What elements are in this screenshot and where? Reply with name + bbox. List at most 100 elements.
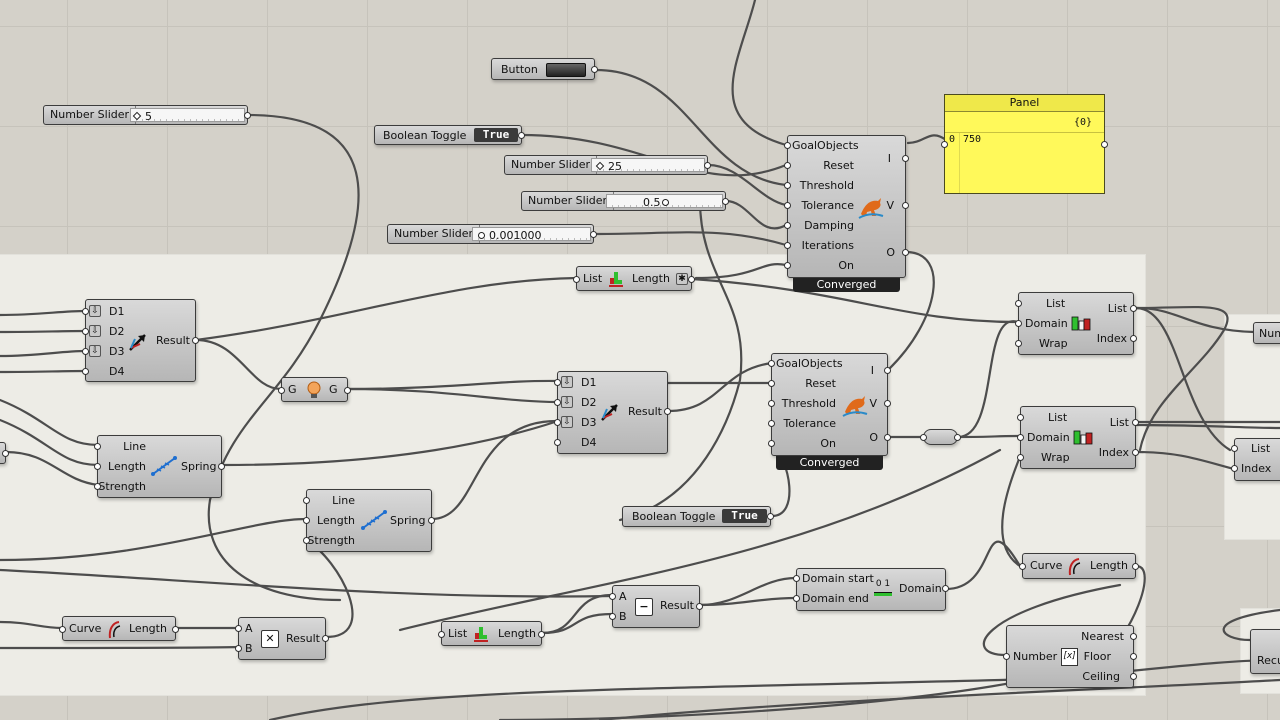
input-grip[interactable] — [1017, 454, 1024, 461]
input-grip[interactable] — [554, 419, 561, 426]
input-grip[interactable] — [784, 202, 791, 209]
input-grip[interactable] — [438, 631, 445, 638]
input-grip[interactable] — [554, 439, 561, 446]
number-slider-3[interactable]: Number Slider 0.5 — [521, 191, 729, 211]
output-grip[interactable] — [942, 585, 949, 592]
input-grip[interactable] — [554, 379, 561, 386]
vector-component-2[interactable]: ⇩ D1 ⇩ D2 ⇩ D3 D4 Result — [554, 371, 671, 454]
input-grip[interactable] — [784, 262, 791, 269]
output-grip[interactable] — [664, 408, 671, 415]
output-grip[interactable] — [590, 231, 597, 238]
input-grip[interactable] — [235, 645, 242, 652]
input-grip[interactable] — [278, 387, 285, 394]
component-partial-left[interactable] — [0, 442, 9, 464]
list-length-2[interactable]: List Length — [438, 621, 545, 646]
output-grip[interactable] — [172, 626, 179, 633]
graft-icon[interactable]: ⇩ — [89, 305, 101, 317]
input-grip[interactable] — [303, 537, 310, 544]
expand-icon[interactable]: ✱ — [676, 273, 688, 285]
input-grip[interactable] — [82, 328, 89, 335]
output-grip[interactable] — [591, 66, 598, 73]
gate-component[interactable]: G G — [278, 377, 351, 402]
output-grip[interactable] — [218, 463, 225, 470]
output-grip[interactable] — [696, 603, 703, 610]
boolean-toggle-1[interactable]: Boolean Toggle True — [374, 125, 525, 145]
output-grip[interactable] — [344, 387, 351, 394]
output-grip[interactable] — [1130, 335, 1137, 342]
input-grip[interactable] — [784, 182, 791, 189]
graft-icon[interactable]: ⇩ — [561, 376, 573, 388]
slider-knob[interactable] — [478, 232, 485, 239]
input-grip[interactable] — [768, 440, 775, 447]
input-grip[interactable] — [793, 575, 800, 582]
graft-icon[interactable]: ⇩ — [561, 396, 573, 408]
curve-length-1[interactable]: Curve Length — [59, 616, 179, 641]
output-grip[interactable] — [518, 132, 525, 139]
input-grip[interactable] — [82, 368, 89, 375]
graft-icon[interactable]: ⇩ — [89, 345, 101, 357]
input-grip[interactable] — [303, 517, 310, 524]
output-grip[interactable] — [1132, 563, 1139, 570]
input-grip[interactable] — [784, 222, 791, 229]
input-grip[interactable] — [768, 380, 775, 387]
input-grip[interactable] — [554, 399, 561, 406]
slider-knob[interactable] — [595, 161, 605, 171]
boolean-toggle-2[interactable]: Boolean Toggle True — [622, 506, 774, 527]
output-grip[interactable] — [704, 162, 711, 169]
output-grip[interactable] — [902, 202, 909, 209]
input-grip[interactable] — [1015, 340, 1022, 347]
toggle-value[interactable]: True — [474, 128, 518, 142]
panel-component[interactable]: Panel {0} 0 750 — [941, 94, 1108, 194]
output-grip[interactable] — [538, 631, 545, 638]
input-grip[interactable] — [1019, 563, 1026, 570]
kangaroo-solver-2[interactable]: GoalObjects Reset Threshold Tolerance On… — [768, 353, 891, 456]
output-grip[interactable] — [1130, 305, 1137, 312]
output-grip[interactable] — [192, 337, 199, 344]
input-grip[interactable] — [784, 242, 791, 249]
input-grip[interactable] — [1015, 320, 1022, 327]
output-grip[interactable] — [902, 155, 909, 162]
button-component[interactable]: Button — [491, 58, 598, 80]
graft-icon[interactable]: ⇩ — [561, 416, 573, 428]
input-grip[interactable] — [573, 276, 580, 283]
panel-title-bar[interactable]: Panel — [945, 95, 1104, 112]
output-grip[interactable] — [688, 276, 695, 283]
slider-track[interactable]: 5 — [130, 108, 245, 123]
number-param-partial[interactable]: Num — [1253, 322, 1280, 344]
number-slider-2[interactable]: Number Slider 25 — [504, 155, 711, 175]
output-grip[interactable] — [954, 434, 961, 441]
output-grip[interactable] — [1130, 633, 1137, 640]
input-grip[interactable] — [94, 463, 101, 470]
output-grip[interactable] — [2, 450, 9, 457]
input-grip[interactable] — [609, 613, 616, 620]
kangaroo-solver-1[interactable]: GoalObjects Reset Threshold Tolerance Da… — [784, 135, 909, 278]
graft-icon[interactable]: ⇩ — [89, 325, 101, 337]
input-grip[interactable] — [1017, 434, 1024, 441]
output-grip[interactable] — [244, 112, 251, 119]
input-grip[interactable] — [82, 308, 89, 315]
number-slider-4[interactable]: Number Slider 0.001000 — [387, 224, 597, 244]
output-grip[interactable] — [884, 434, 891, 441]
input-grip[interactable] — [94, 443, 101, 450]
slider-knob[interactable] — [132, 111, 142, 121]
output-grip[interactable] — [1101, 141, 1108, 148]
recursion-node-partial[interactable]: Recu — [1250, 629, 1280, 674]
vector-component-1[interactable]: ⇩ D1 ⇩ D2 ⇩ D3 D4 Result — [82, 299, 199, 382]
output-grip[interactable] — [428, 517, 435, 524]
input-grip[interactable] — [1231, 445, 1238, 452]
output-grip[interactable] — [722, 198, 729, 205]
output-grip[interactable] — [884, 367, 891, 374]
output-grip[interactable] — [1132, 449, 1139, 456]
input-grip[interactable] — [768, 400, 775, 407]
spring-goal-1[interactable]: Line Length Strength Spring — [94, 435, 225, 498]
construct-domain[interactable]: Domain start Domain end 0 1 Domain — [793, 568, 949, 611]
input-grip[interactable] — [784, 162, 791, 169]
output-grip[interactable] — [884, 400, 891, 407]
slider-track[interactable]: 0.5 — [606, 194, 723, 209]
output-grip[interactable] — [767, 513, 774, 520]
slider-track[interactable]: 0.001000 — [472, 227, 591, 242]
multiply-component[interactable]: A B ✕ Result — [235, 617, 329, 660]
slider-track[interactable]: 25 — [591, 158, 705, 173]
output-grip[interactable] — [1130, 673, 1137, 680]
button-face[interactable] — [546, 63, 586, 77]
